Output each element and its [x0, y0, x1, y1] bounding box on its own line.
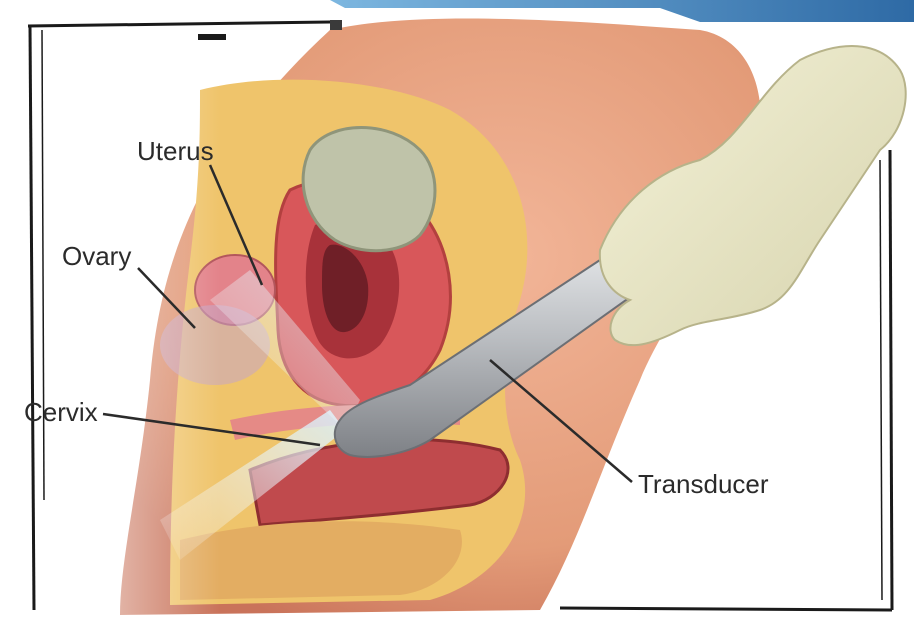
top-banner	[330, 0, 914, 22]
uterus-label: Uterus	[137, 138, 214, 164]
lower-structures	[180, 521, 462, 600]
frame-right-inner	[880, 160, 882, 600]
cervix-label: Cervix	[24, 399, 98, 425]
frame-bottom	[560, 608, 892, 610]
transducer-label: Transducer	[638, 471, 769, 497]
ovary-label: Ovary	[62, 243, 131, 269]
frame-right	[890, 150, 892, 610]
frame-mark-b	[330, 20, 342, 30]
frame-mark-a	[198, 34, 226, 40]
